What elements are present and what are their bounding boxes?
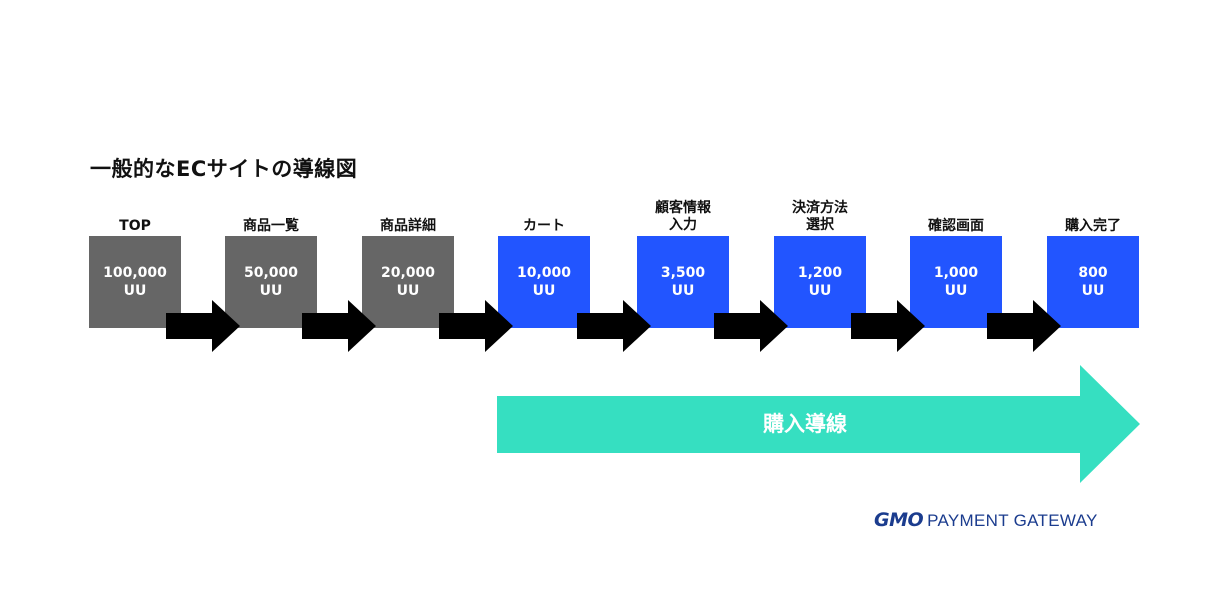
step-value: 50,000 bbox=[243, 265, 299, 281]
step-label-line: TOP bbox=[119, 218, 151, 234]
page-title: 一般的なECサイトの導線図 bbox=[90, 157, 358, 181]
step-label-product-detail: 商品詳細 bbox=[338, 218, 478, 235]
step-unit: UU bbox=[808, 283, 832, 299]
step-label-payment-method: 決済方法 選択 bbox=[750, 200, 890, 234]
step-value: 1,200 bbox=[797, 265, 843, 281]
arrow-right-icon bbox=[302, 300, 376, 352]
step-label-line: 確認画面 bbox=[928, 218, 984, 234]
step-unit: UU bbox=[944, 283, 968, 299]
step-value: 800 bbox=[1078, 265, 1108, 281]
step-box-confirm: 1,000 UU bbox=[910, 236, 1002, 328]
step-label-line: 商品一覧 bbox=[243, 218, 299, 234]
logo-mark: GMO bbox=[874, 509, 924, 531]
step-box-payment-method: 1,200 UU bbox=[774, 236, 866, 328]
step-value: 20,000 bbox=[380, 265, 436, 281]
step-value: 1,000 bbox=[933, 265, 979, 281]
arrow-right-icon bbox=[166, 300, 240, 352]
arrow-right-icon bbox=[439, 300, 513, 352]
step-label-line: 商品詳細 bbox=[380, 218, 436, 234]
step-label-line: カート bbox=[523, 218, 565, 234]
step-unit: UU bbox=[532, 283, 556, 299]
step-label-line: 選択 bbox=[806, 217, 834, 233]
step-unit: UU bbox=[671, 283, 695, 299]
purchase-flow-label: 購入導線 bbox=[763, 412, 847, 436]
step-box-top: 100,000 UU bbox=[89, 236, 181, 328]
step-label-product-list: 商品一覧 bbox=[201, 218, 341, 235]
step-box-product-list: 50,000 UU bbox=[225, 236, 317, 328]
arrow-right-icon bbox=[714, 300, 788, 352]
step-label-complete: 購入完了 bbox=[1023, 218, 1163, 235]
step-label-line: 顧客情報 bbox=[655, 200, 711, 216]
step-label-customer-info: 顧客情報 入力 bbox=[613, 200, 753, 234]
logo-text: PAYMENT GATEWAY bbox=[927, 511, 1098, 530]
step-label-line: 入力 bbox=[669, 217, 697, 233]
arrow-right-icon bbox=[851, 300, 925, 352]
step-label-line: 購入完了 bbox=[1065, 218, 1121, 234]
step-unit: UU bbox=[1081, 283, 1105, 299]
step-value: 100,000 bbox=[103, 265, 167, 281]
arrow-right-icon bbox=[987, 300, 1061, 352]
step-box-customer-info: 3,500 UU bbox=[637, 236, 729, 328]
step-value: 3,500 bbox=[660, 265, 706, 281]
step-unit: UU bbox=[259, 283, 283, 299]
step-value: 10,000 bbox=[516, 265, 572, 281]
step-label-cart: カート bbox=[474, 218, 614, 235]
step-box-cart: 10,000 UU bbox=[498, 236, 590, 328]
arrow-right-icon bbox=[577, 300, 651, 352]
step-label-line: 決済方法 bbox=[792, 200, 848, 216]
step-label-confirm: 確認画面 bbox=[886, 218, 1026, 235]
gmo-payment-gateway-logo: GMO PAYMENT GATEWAY bbox=[874, 509, 1098, 531]
step-box-product-detail: 20,000 UU bbox=[362, 236, 454, 328]
step-label-top: TOP bbox=[65, 218, 205, 235]
step-unit: UU bbox=[396, 283, 420, 299]
step-unit: UU bbox=[123, 283, 147, 299]
step-box-complete: 800 UU bbox=[1047, 236, 1139, 328]
purchase-flow-arrow bbox=[497, 365, 1140, 483]
